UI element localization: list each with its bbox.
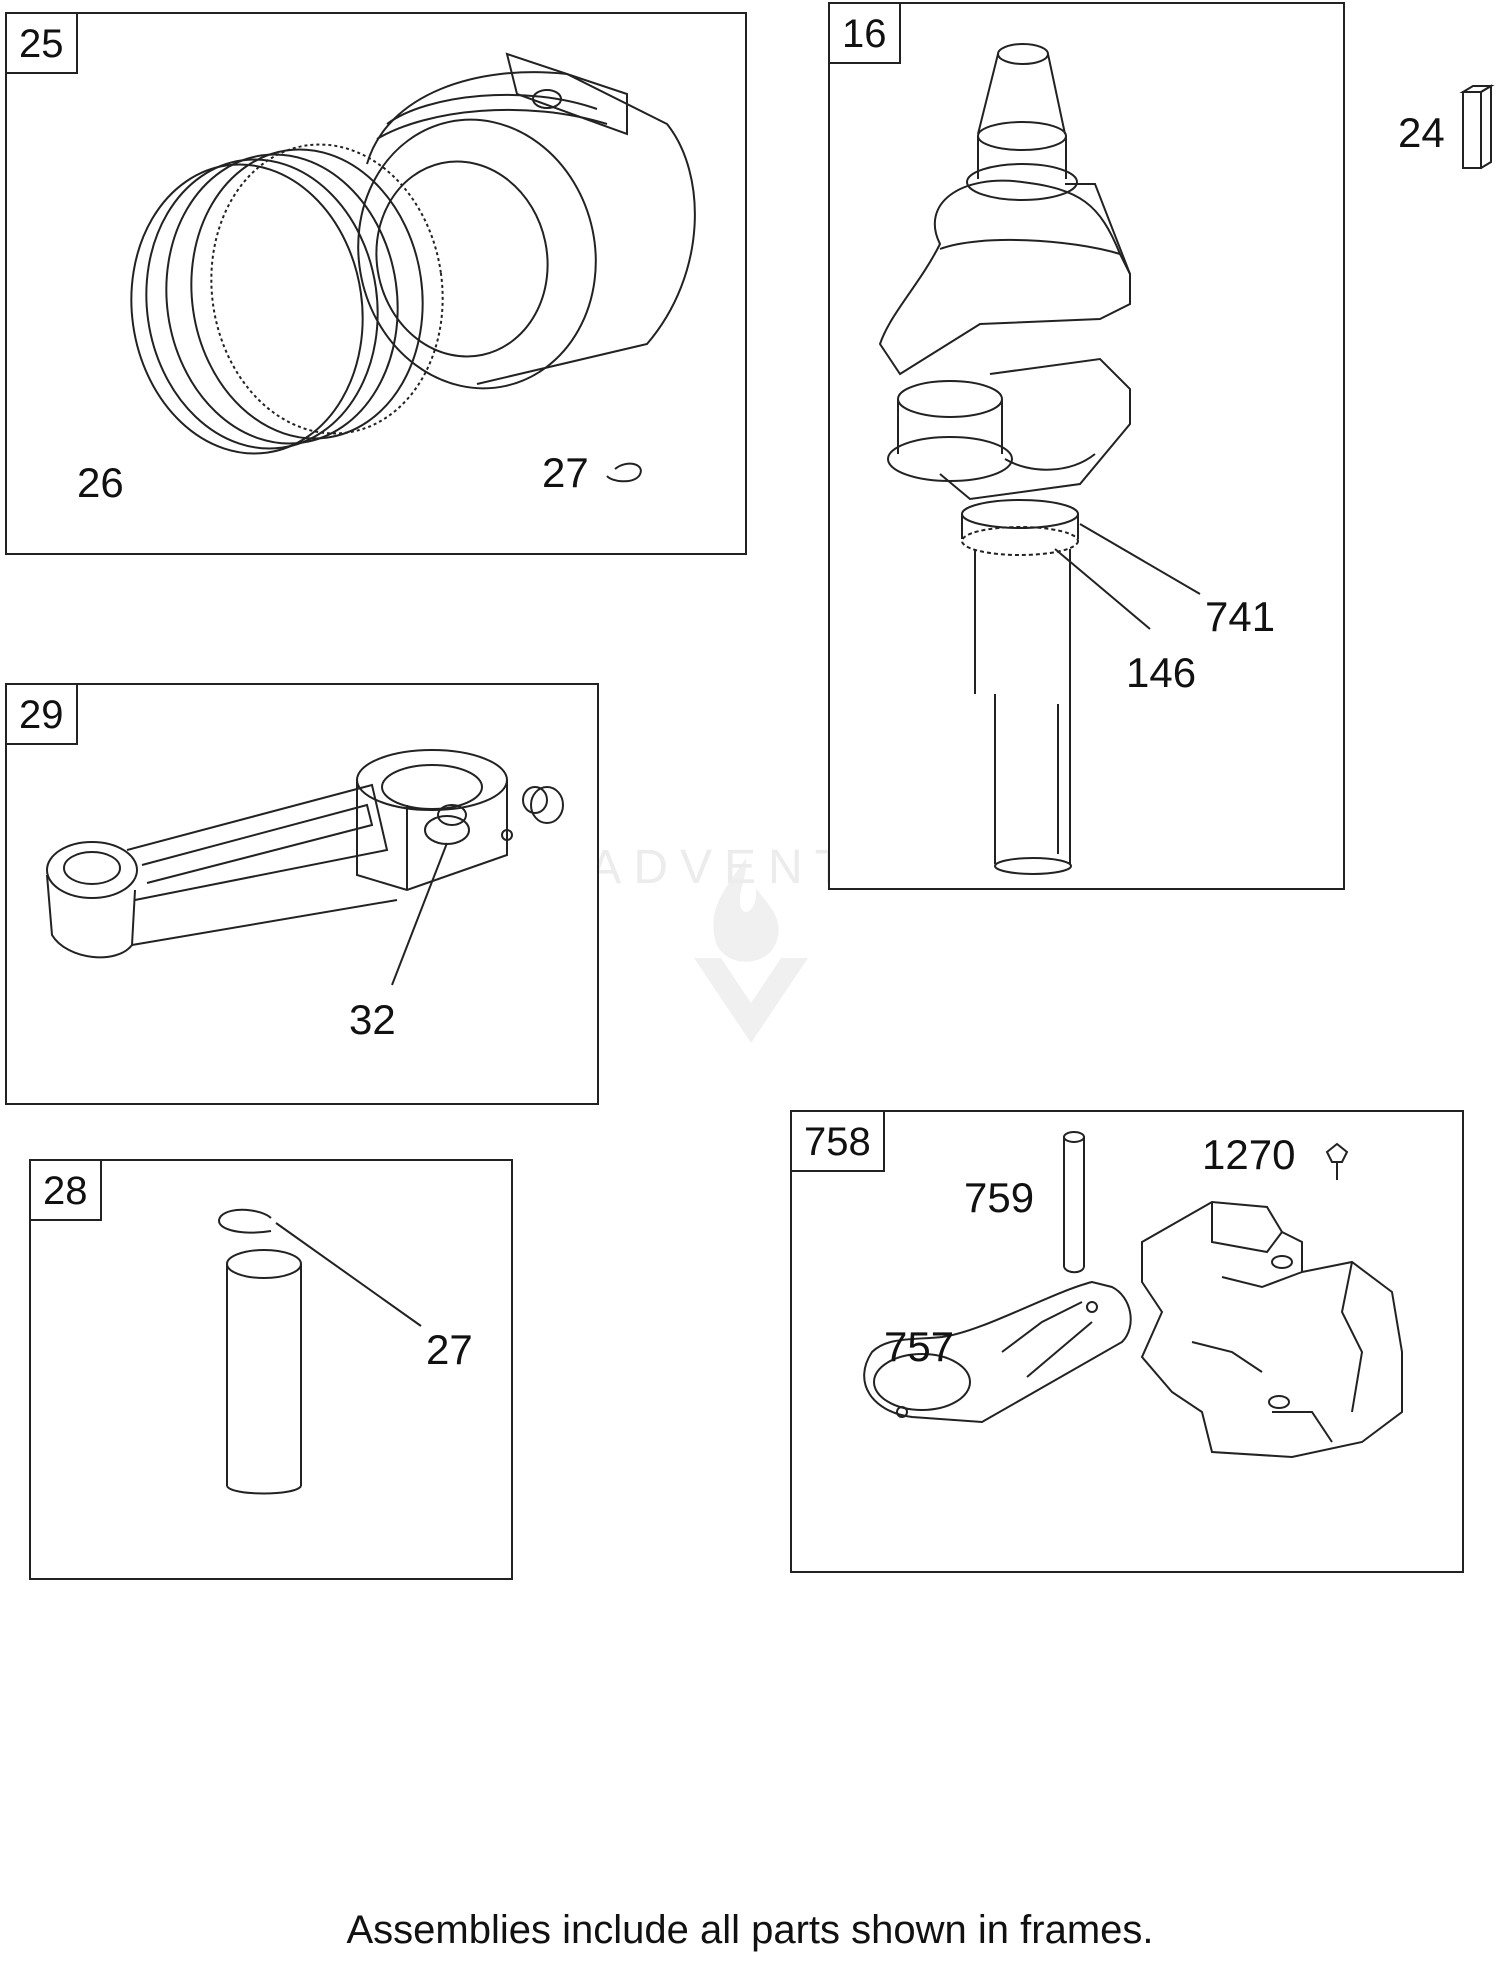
callout-piston-rings: 26	[77, 459, 124, 506]
frame-crankshaft: 16	[828, 2, 1345, 890]
callout-governor-plate: 757	[884, 1323, 955, 1370]
frame-piston-assembly: 25 26 27	[5, 12, 747, 555]
frame-tag: 16	[830, 4, 901, 64]
frame-piston-pin: 28 27	[29, 1159, 513, 1580]
piston-pin-illustration	[218, 1208, 422, 1495]
frame-tag: 758	[792, 1112, 885, 1172]
callout-loose-key: 24	[1398, 109, 1445, 156]
piston-illustration	[130, 52, 696, 483]
frame-connecting-rod: 29 32	[5, 683, 599, 1105]
callout-crank-key: 146	[1126, 649, 1197, 696]
callout-rod-bolt: 32	[349, 996, 396, 1043]
frame-tag: 28	[31, 1161, 102, 1221]
connecting-rod-illustration	[46, 749, 564, 986]
key-part-icon	[1459, 84, 1495, 169]
crankshaft-illustration	[878, 43, 1201, 875]
callout-pin-retainer: 27	[426, 1326, 473, 1373]
page-caption: Assemblies include all parts shown in fr…	[346, 1908, 1154, 1952]
governor-illustration	[863, 1131, 1403, 1459]
frame-tag: 29	[7, 685, 78, 745]
frame-tag: 25	[7, 14, 78, 74]
watermark-logo-icon	[694, 858, 808, 1043]
callout-governor-screw: 1270	[1202, 1131, 1296, 1178]
callout-crank-gear: 741	[1205, 593, 1276, 640]
callout-piston-pin-clip: 27	[542, 449, 589, 496]
frame-governor-assembly: 758 759 1270 757	[790, 1110, 1464, 1573]
callout-governor-shaft: 759	[964, 1174, 1035, 1221]
